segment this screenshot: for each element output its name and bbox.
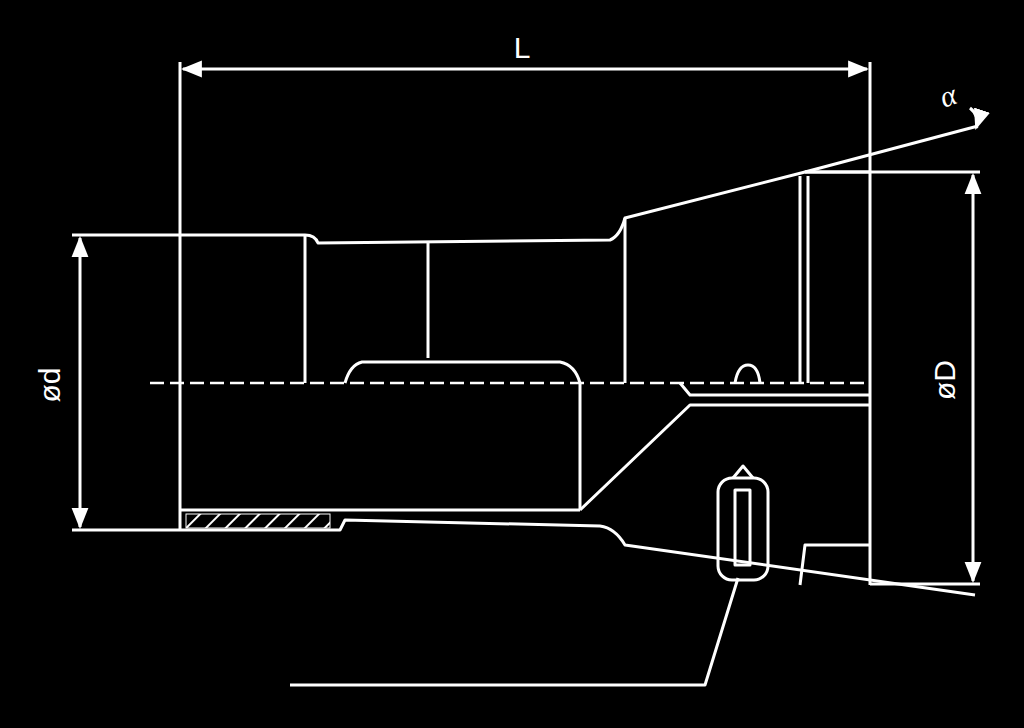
outline [180,520,975,595]
slot-cap [733,466,753,478]
dimension-line [183,68,867,71]
dimension-line [972,175,975,581]
section-line [807,176,810,383]
section-line [427,243,430,358]
dimension-line [79,238,82,527]
dimension-label: L [511,32,534,64]
extension-line [179,62,182,235]
section-line [579,383,582,510]
centre-line [150,382,870,385]
extension-line [72,234,180,237]
dimension-label: ød [34,364,66,405]
taper-line [805,126,978,172]
bore-line [680,383,870,395]
hatching [186,514,330,528]
section-line [624,218,627,383]
slot [718,478,768,580]
bore-taper [580,405,870,510]
slot-profile [735,365,760,383]
leader-line [290,578,738,685]
slot-profile [345,362,580,383]
outline [800,545,870,585]
slot [735,490,750,565]
dimension-label: α [932,77,963,115]
dimension-label: øD [929,357,961,403]
section-line [799,176,802,383]
section-line [304,235,307,383]
extension-line [72,529,180,532]
angle-arc [970,108,977,128]
bore-line [180,509,580,512]
